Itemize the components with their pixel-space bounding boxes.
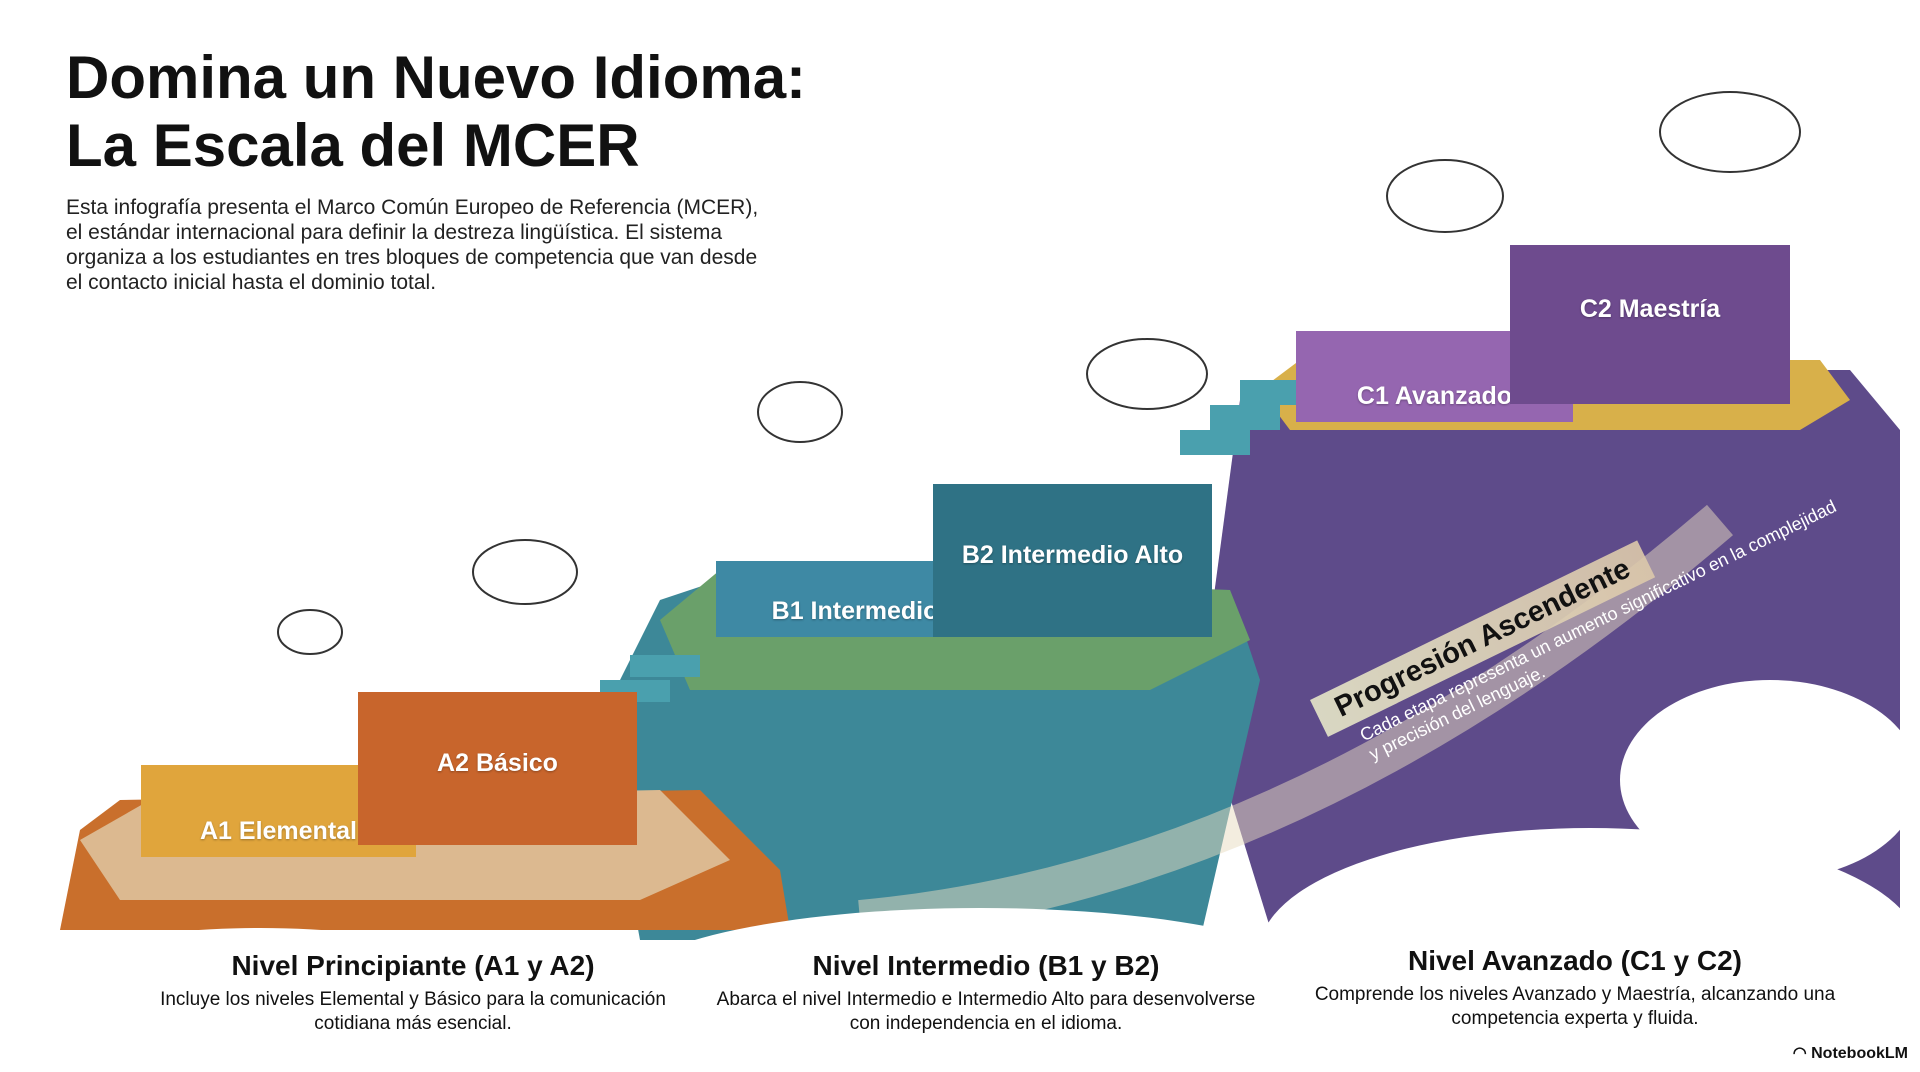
level-text: Comprende los niveles Avanzado y Maestrí… [1314, 984, 1836, 1029]
bottom-clouds [0, 680, 1920, 1072]
stairs [600, 380, 1310, 702]
block-c2: C2 Maestría [1510, 245, 1790, 404]
level-advanced: Nivel Avanzado (C1 y C2) Comprende los n… [1295, 945, 1855, 1031]
level-heading: Nivel Intermedio (B1 y B2) [812, 950, 1160, 981]
title-line-2: La Escala del MCER [66, 112, 640, 179]
page-title: Domina un Nuevo Idioma: La Escala del MC… [66, 44, 806, 180]
intro-text: Esta infografía presenta el Marco Común … [66, 196, 759, 294]
brand-text: NotebookLM [1811, 1045, 1908, 1062]
title-line-1: Domina un Nuevo Idioma: [66, 44, 807, 111]
progress-path [858, 504, 1734, 940]
logo-icon: ◠ [1792, 1045, 1812, 1062]
speech-bubbles [277, 91, 1801, 655]
block-b2: B2 Intermedio Alto [933, 484, 1212, 637]
notebooklm-logo: ◠ NotebookLM [1793, 1044, 1908, 1064]
level-heading: Nivel Principiante (A1 y A2) [231, 950, 595, 981]
level-text: Incluye los niveles Elemental y Básico p… [160, 989, 666, 1034]
level-heading: Nivel Avanzado (C1 y C2) [1407, 945, 1743, 976]
level-beginner: Nivel Principiante (A1 y A2) Incluye los… [133, 950, 693, 1036]
block-a2: A2 Básico [358, 692, 637, 845]
level-text: Abarca el nivel Intermedio e Intermedio … [716, 989, 1256, 1034]
level-intermediate: Nivel Intermedio (B1 y B2) Abarca el niv… [706, 950, 1266, 1036]
